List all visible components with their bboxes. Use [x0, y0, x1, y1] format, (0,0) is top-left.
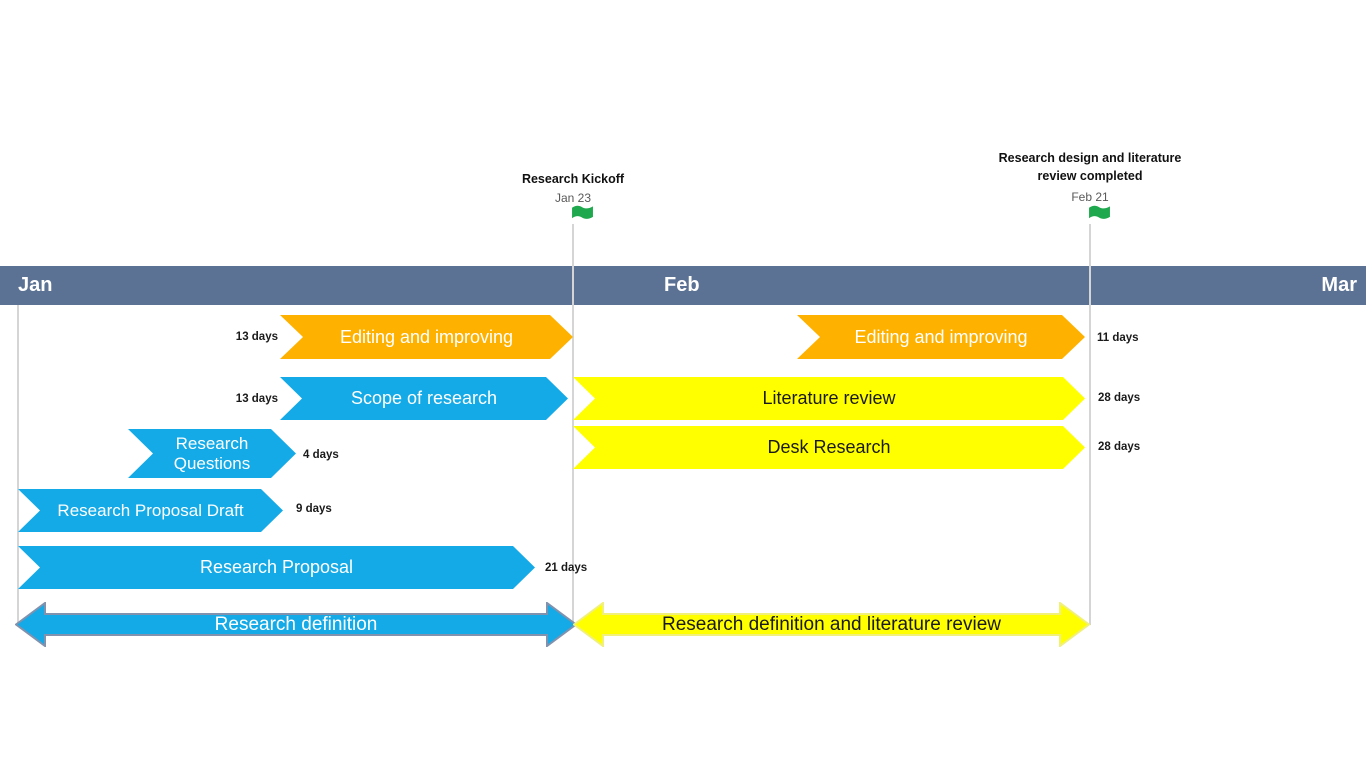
- gridline: [572, 224, 574, 625]
- task-duration-label: 4 days: [303, 449, 339, 461]
- task-label: Research Proposal Draft: [57, 500, 244, 520]
- task-label: Literature review: [762, 388, 896, 409]
- month-label-mar: Mar: [1321, 274, 1357, 296]
- summary-label: Research definition: [214, 613, 378, 635]
- task-label: Editing and improving: [339, 326, 514, 347]
- task-label: Scope of research: [350, 388, 498, 409]
- summary-arrow[interactable]: Research definition and literature revie…: [573, 602, 1090, 647]
- task-duration-label: 28 days: [1098, 441, 1141, 453]
- milestone-date: Feb 21: [1071, 190, 1109, 204]
- month-label-feb: Feb: [664, 274, 700, 296]
- task-duration-label: 11 days: [1097, 332, 1139, 344]
- task-duration-label: 21 days: [545, 562, 588, 574]
- milestone-title: Research design and literature review co…: [998, 151, 1182, 183]
- task-arrow[interactable]: Desk Research: [573, 426, 1085, 469]
- gridline: [1089, 224, 1091, 625]
- task-label: Research Questions: [173, 433, 251, 473]
- month-header-bar: Jan Feb Mar: [0, 266, 1366, 305]
- task-label: Desk Research: [767, 437, 891, 458]
- gridline: [17, 305, 19, 625]
- summary-arrow[interactable]: Research definition: [15, 602, 577, 647]
- task-arrow[interactable]: Scope of research: [280, 377, 568, 420]
- task-duration-label: 28 days: [1098, 392, 1141, 404]
- task-arrow[interactable]: Research Questions: [128, 429, 296, 478]
- task-arrow[interactable]: Literature review: [573, 377, 1085, 420]
- milestone-date: Jan 23: [554, 191, 592, 205]
- task-duration-label: 13 days: [235, 393, 278, 405]
- month-label-jan: Jan: [18, 274, 53, 296]
- task-arrow[interactable]: Editing and improving: [797, 315, 1085, 359]
- task-duration-label: 9 days: [296, 503, 332, 515]
- task-arrow[interactable]: Editing and improving: [280, 315, 573, 359]
- task-arrow[interactable]: Research Proposal Draft: [18, 489, 283, 532]
- milestone-flag-icon[interactable]: [571, 204, 594, 226]
- task-arrow[interactable]: Research Proposal: [18, 546, 535, 589]
- task-duration-label: 13 days: [235, 331, 278, 343]
- task-label: Editing and improving: [854, 326, 1028, 347]
- milestone-title: Research Kickoff: [521, 172, 625, 186]
- task-label: Research Proposal: [199, 557, 354, 578]
- milestone-flag-icon[interactable]: [1088, 204, 1111, 226]
- summary-label: Research definition and literature revie…: [661, 613, 1001, 635]
